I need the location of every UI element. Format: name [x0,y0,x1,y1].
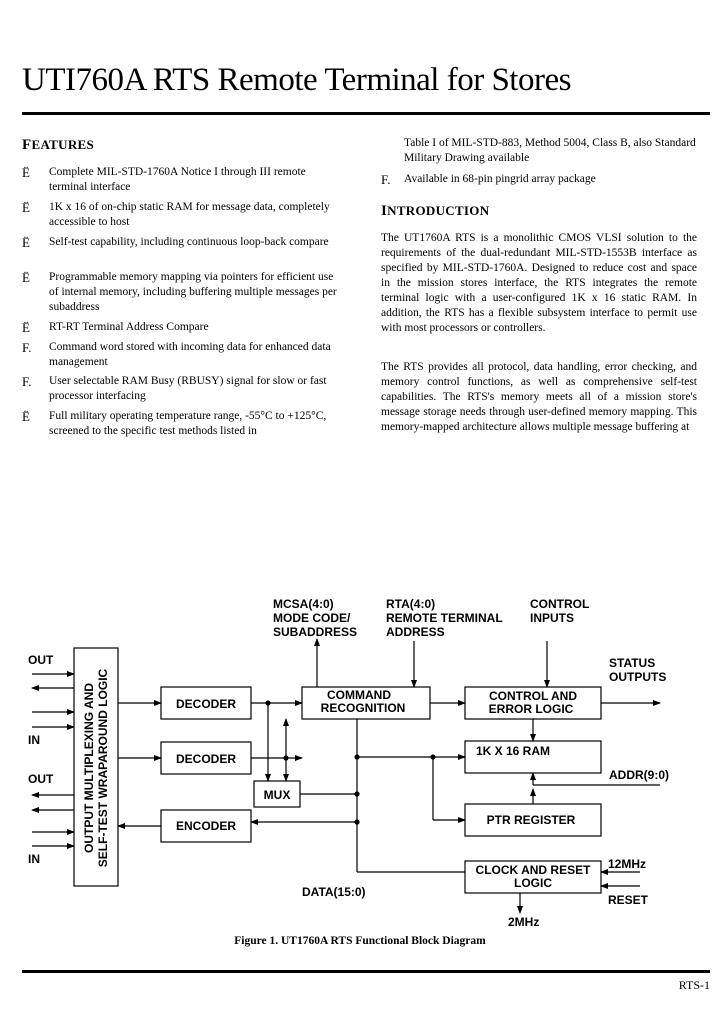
page-number: RTS-1 [678,978,710,992]
footer-rule [22,970,710,973]
command-label-1: COMMAND [327,688,391,702]
label-mcsa: MCSA(4:0) [273,597,334,611]
feature-continued-text: Table I of MIL-STD-883, Method 5004, Cla… [404,137,696,164]
label-2mhz: 2MHz [508,915,539,929]
command-label-2: RECOGNITION [321,701,406,715]
label-rta: RTA(4:0) [386,597,435,611]
label-data: DATA(15:0) [302,885,366,899]
mux-logic-label-2: SELF-TEST WRAPAROUND LOGIC [96,668,110,867]
ram-label: 1K X 16 RAM [476,744,550,758]
label-inputs: INPUTS [530,611,574,625]
label-in-2: IN [28,852,40,866]
title-rule [22,112,710,115]
figure-caption: Figure 1. UT1760A RTS Functional Block D… [234,935,486,947]
decoder-label-1: DECODER [176,697,236,711]
control-label-1: CONTROL AND [489,689,577,703]
page-title: UTI760A RTS Remote Terminal for Stores [22,62,571,98]
mux-logic-label-1: OUTPUT MULTIPLEXING AND [82,683,96,853]
control-label-2: ERROR LOGIC [489,702,574,716]
label-in-1: IN [28,733,40,747]
label-reset: RESET [608,893,649,907]
label-subaddress: SUBADDRESS [273,625,357,639]
clock-label-2: LOGIC [514,876,552,890]
features-heading: FEATURES [22,137,95,153]
label-mode-code: MODE CODE/ [273,611,351,625]
label-addr: ADDR(9:0) [609,768,669,782]
encoder-label: ENCODER [176,819,236,833]
clock-reset-block [464,860,602,894]
label-outputs: OUTPUTS [609,670,666,684]
label-12mhz: 12MHz [608,857,646,871]
feature-item: F.User selectable RAM Busy (RBUSY) signa… [22,374,327,402]
intro-paragraph-2: The RTS provides all protocol, data hand… [381,361,697,433]
feature-item: F.Available in 68-pin pingrid array pack… [381,172,596,187]
label-out-1: OUT [28,653,54,667]
label-out-2: OUT [28,772,54,786]
label-remote-terminal: REMOTE TERMINAL [386,611,503,625]
feature-item: F.Command word stored with incoming data… [22,340,331,368]
intro-paragraph-1: The UT1760A RTS is a monolithic CMOS VLS… [381,232,697,334]
label-address: ADDRESS [386,625,445,639]
introduction-heading: INTRODUCTION [381,203,490,219]
clock-label-1: CLOCK AND RESET [476,863,592,877]
mux-label: MUX [264,788,291,802]
mux-logic-block [73,647,119,887]
decoder-label-2: DECODER [176,752,236,766]
label-control: CONTROL [530,597,589,611]
ptr-label: PTR REGISTER [487,813,576,827]
label-status: STATUS [609,656,655,670]
